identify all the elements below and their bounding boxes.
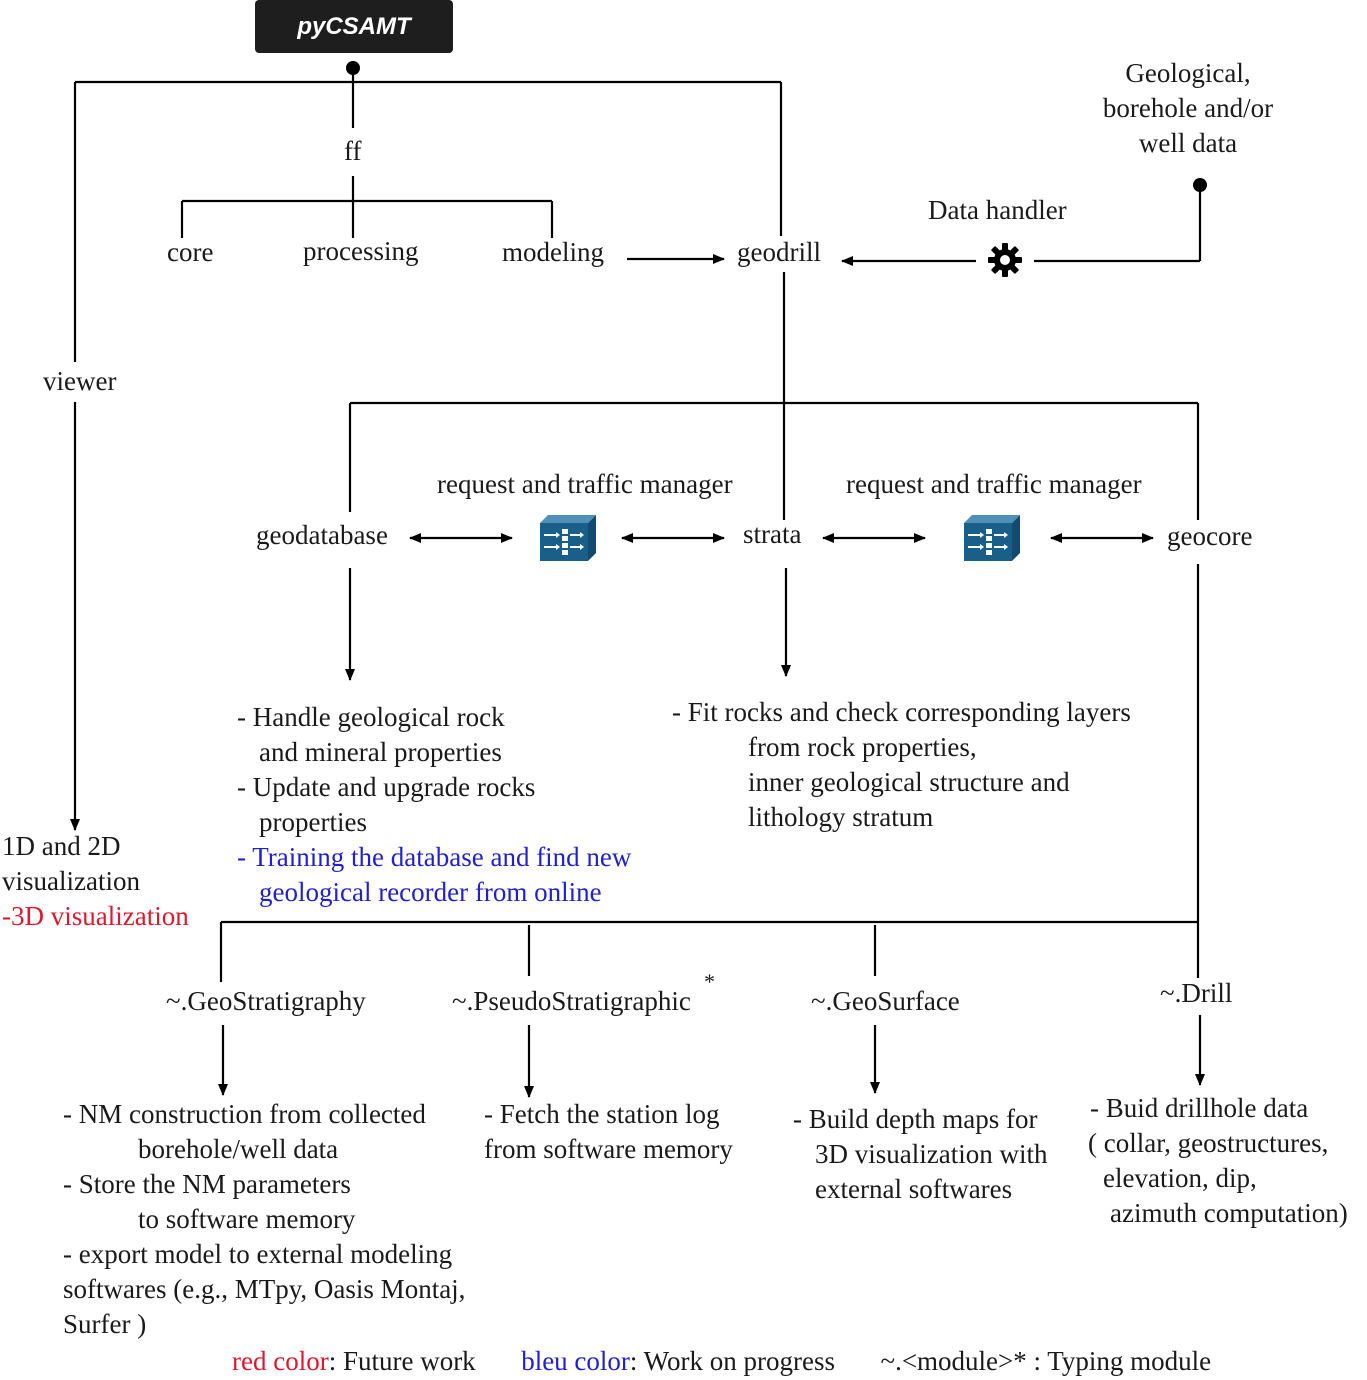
module-geostratigraphy: ~.GeoStratigraphy [166, 986, 366, 1016]
desc-line-progress: geological recorder from online [259, 877, 602, 907]
legend-typing: ~.<module>* : Typing module [880, 1346, 1212, 1376]
node-processing: processing [303, 236, 419, 266]
desc-line: - Buid drillhole data [1090, 1093, 1309, 1123]
node-geocore: geocore [1167, 521, 1253, 551]
desc-line: external softwares [815, 1174, 1013, 1204]
desc-line: - Fit rocks and check corresponding laye… [672, 697, 1131, 727]
server-icon [540, 515, 596, 561]
legend: red color: Future work bleu color: Work … [232, 1344, 1211, 1379]
request-manager-label: request and traffic manager [437, 469, 733, 499]
legend-red-label: red color [232, 1346, 329, 1376]
desc-line: - export model to external modeling [63, 1239, 453, 1269]
desc-line: softwares (e.g., MTpy, Oasis Montaj, [63, 1274, 466, 1304]
geological-data-input: Geological, borehole and/or well data [1090, 56, 1286, 161]
pycsamt-logo: pyCSAMT [255, 0, 453, 53]
request-manager-label: request and traffic manager [846, 469, 1142, 499]
viewer-output-line: visualization [2, 866, 140, 896]
desc-line: - Store the NM parameters [63, 1169, 351, 1199]
geodatabase-description: - Handle geological rock and mineral pro… [237, 700, 631, 910]
desc-line: inner geological structure and [748, 767, 1070, 797]
typing-module-mark: * [704, 969, 715, 994]
node-core: core [167, 237, 214, 267]
geo-input-line: borehole and/or [1102, 93, 1274, 123]
module-pseudostratigraphic: ~.PseudoStratigraphic [452, 986, 691, 1016]
desc-line: elevation, dip, [1103, 1163, 1257, 1193]
viewer-output: 1D and 2D visualization -3D visualizatio… [2, 829, 189, 934]
node-strata: strata [743, 519, 802, 549]
desc-line: - Build depth maps for [793, 1104, 1038, 1134]
geo-input-line: well data [1138, 128, 1238, 158]
node-geodatabase: geodatabase [256, 520, 388, 550]
desc-line: borehole/well data [138, 1134, 339, 1164]
viewer-output-line: 1D and 2D [2, 831, 121, 861]
node-viewer: viewer [43, 366, 117, 396]
desc-line: ( collar, geostructures, [1088, 1128, 1329, 1158]
desc-line: - Handle geological rock [237, 702, 505, 732]
viewer-output-future: -3D visualization [2, 901, 189, 931]
drill-description: - Buid drillhole data ( collar, geostruc… [1088, 1091, 1348, 1231]
desc-line: lithology stratum [748, 802, 934, 832]
desc-line: and mineral properties [259, 737, 502, 767]
node-geodrill: geodrill [737, 237, 821, 267]
desc-line: Surfer ) [63, 1309, 147, 1339]
desc-line: - Fetch the station log [484, 1099, 720, 1129]
desc-line: properties [259, 807, 367, 837]
desc-line: azimuth computation) [1110, 1198, 1348, 1228]
legend-blue-label: bleu color [521, 1346, 630, 1376]
geostratigraphy-description: - NM construction from collected borehol… [63, 1097, 465, 1342]
desc-line: from software memory [484, 1134, 733, 1164]
strata-description: - Fit rocks and check corresponding laye… [672, 695, 1131, 835]
desc-line: to software memory [138, 1204, 356, 1234]
desc-line: 3D visualization with [815, 1139, 1048, 1169]
legend-blue-text: : Work on progress [629, 1346, 835, 1376]
module-drill: ~.Drill [1160, 978, 1233, 1008]
desc-line: from rock properties, [748, 732, 977, 762]
legend-red-text: : Future work [328, 1346, 476, 1376]
geo-input-line: Geological, [1125, 58, 1251, 88]
node-ff: ff [344, 136, 362, 166]
module-geosurface: ~.GeoSurface [811, 986, 960, 1016]
server-icon [964, 515, 1020, 561]
desc-line-progress: - Training the database and find new [237, 842, 632, 872]
geosurface-description: - Build depth maps for 3D visualization … [793, 1102, 1047, 1207]
desc-line: - Update and upgrade rocks [237, 772, 536, 802]
pseudostratigraphic-description: - Fetch the station log from software me… [484, 1097, 733, 1167]
node-modeling: modeling [502, 237, 604, 267]
gear-icon [988, 243, 1022, 277]
desc-line: - NM construction from collected [63, 1099, 426, 1129]
node-data-handler: Data handler [928, 195, 1067, 225]
